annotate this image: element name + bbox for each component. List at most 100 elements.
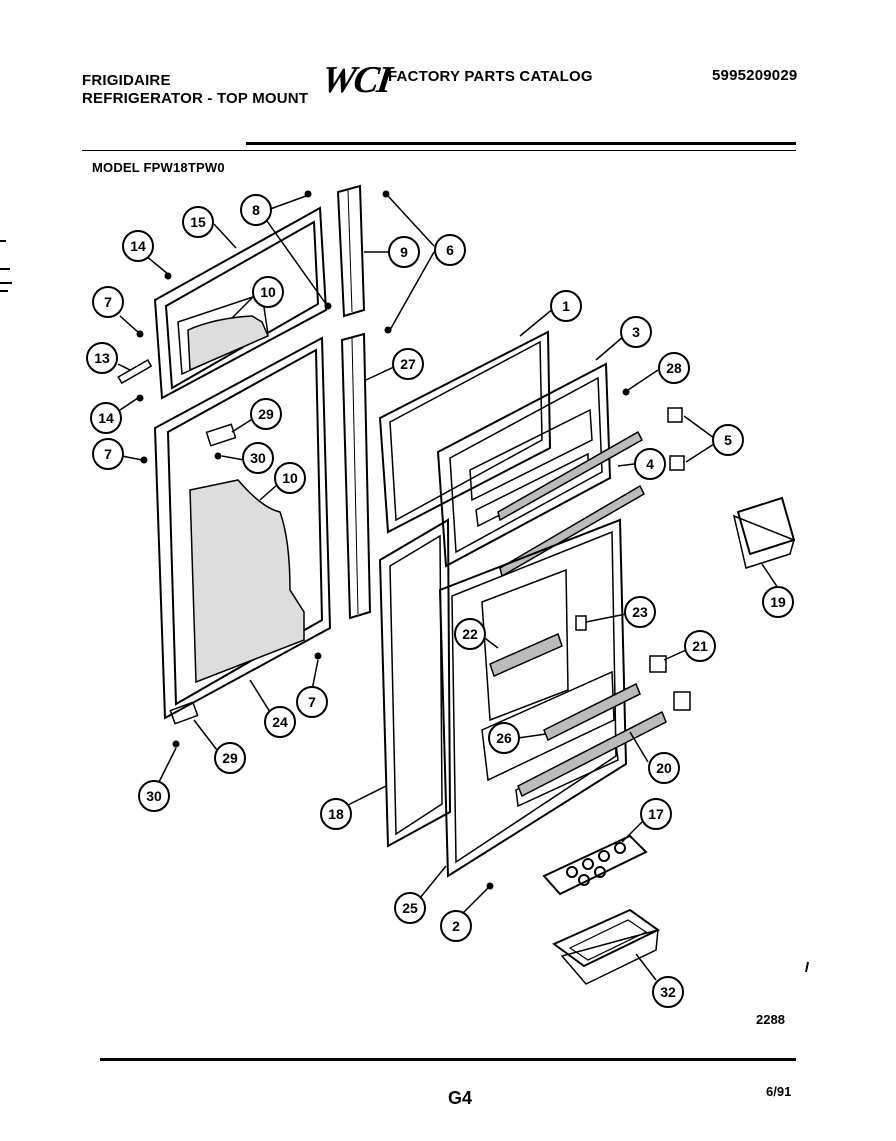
clip-21-upper <box>649 655 667 673</box>
callout-label: 3 <box>632 324 640 340</box>
callout-19 <box>762 586 794 618</box>
handle-9 <box>336 184 366 318</box>
model-label: MODEL FPW18TPW0 <box>92 160 225 175</box>
callouts <box>86 194 794 1008</box>
screws <box>136 190 630 890</box>
callout-label: 23 <box>632 604 648 620</box>
callout-label: 30 <box>146 788 162 804</box>
clip-23 <box>575 615 587 631</box>
revision-date: 6/91 <box>766 1084 792 1099</box>
callout-28 <box>658 352 690 384</box>
callout-label: 30 <box>250 450 266 466</box>
handle-13 <box>117 359 153 385</box>
shelf-26 <box>543 682 641 742</box>
callout-label: 25 <box>402 900 418 916</box>
callout-label: 28 <box>666 360 682 376</box>
callout-label: 5 <box>724 432 732 448</box>
lower-hinge-29 <box>169 701 199 725</box>
drawing-code: 2288 <box>756 1012 785 1027</box>
callout-3 <box>620 316 652 348</box>
callout-label: 13 <box>94 350 110 366</box>
callout-10 <box>274 462 306 494</box>
callout-label: 26 <box>496 730 512 746</box>
callout-label: 10 <box>260 284 276 300</box>
fresh-food-insulation <box>189 479 305 684</box>
callout-label: 29 <box>258 406 274 422</box>
callout-21 <box>684 630 716 662</box>
callout-27 <box>392 348 424 380</box>
callout-7 <box>92 438 124 470</box>
callout-label: 10 <box>282 470 298 486</box>
callout-2 <box>440 910 472 942</box>
callout-label: 18 <box>328 806 344 822</box>
callout-label: 7 <box>104 446 112 462</box>
callout-label: 20 <box>656 760 672 776</box>
callout-18 <box>320 798 352 830</box>
leader-lines <box>117 195 779 981</box>
callout-label: 14 <box>130 238 146 254</box>
callout-4 <box>634 448 666 480</box>
callout-14 <box>90 402 122 434</box>
dairy-bin-32 <box>552 908 660 985</box>
callout-13 <box>86 342 118 374</box>
upper-hinge-29 <box>205 423 237 447</box>
callout-label: 24 <box>272 714 288 730</box>
callout-26 <box>488 722 520 754</box>
callout-20 <box>648 752 680 784</box>
callout-label: 9 <box>400 244 408 260</box>
header-rule <box>246 142 796 145</box>
callout-23 <box>624 596 656 628</box>
freezer-gasket-1 <box>378 330 552 534</box>
callout-label: 7 <box>104 294 112 310</box>
callout-1 <box>550 290 582 322</box>
fresh-food-door-outer-panel <box>153 336 332 720</box>
callout-9 <box>388 236 420 268</box>
scan-mark <box>0 240 6 242</box>
scan-mark <box>0 290 8 292</box>
clip-21-lower <box>673 691 691 711</box>
egg-tray-17 <box>542 834 648 896</box>
callout-label: 19 <box>770 594 786 610</box>
callout-24 <box>264 706 296 738</box>
butter-dish-19 <box>732 496 796 569</box>
callout-6 <box>434 234 466 266</box>
callout-label: 1 <box>562 298 570 314</box>
callout-14 <box>122 230 154 262</box>
callout-label: 21 <box>692 638 708 654</box>
callout-label: 15 <box>190 214 206 230</box>
callout-25 <box>394 892 426 924</box>
callout-5 <box>712 424 744 456</box>
callout-label: 6 <box>446 242 454 258</box>
footer-rule <box>100 1058 796 1061</box>
callout-7 <box>296 686 328 718</box>
fastener-5-upper <box>667 407 683 423</box>
catalog-number: 5995209029 <box>712 67 798 84</box>
callout-label: 7 <box>308 694 316 710</box>
callout-label: 32 <box>660 984 676 1000</box>
callout-22 <box>454 618 486 650</box>
callout-17 <box>640 798 672 830</box>
fresh-food-gasket-18 <box>378 518 452 848</box>
callout-label: 29 <box>222 750 238 766</box>
freezer-door-outer-panel <box>153 206 328 400</box>
callout-label: 8 <box>252 202 260 218</box>
callout-label: 4 <box>646 456 654 472</box>
callout-30 <box>242 442 274 474</box>
catalog-title: FACTORY PARTS CATALOG <box>388 68 593 85</box>
scan-mark <box>0 282 12 284</box>
freezer-shelf-4 <box>497 430 645 578</box>
callout-15 <box>182 206 214 238</box>
header-rule-thin <box>82 150 796 151</box>
shelf-22 <box>489 632 563 678</box>
callout-label: 2 <box>452 918 460 934</box>
shelf-20 <box>517 710 667 798</box>
callout-29 <box>214 742 246 774</box>
brand-label: FRIGIDAIRE <box>82 72 171 89</box>
page-code: G4 <box>448 1088 473 1108</box>
callout-label: 27 <box>400 356 416 372</box>
callout-8 <box>240 194 272 226</box>
callout-32 <box>652 976 684 1008</box>
handle-27 <box>340 332 372 620</box>
callout-10 <box>252 276 284 308</box>
